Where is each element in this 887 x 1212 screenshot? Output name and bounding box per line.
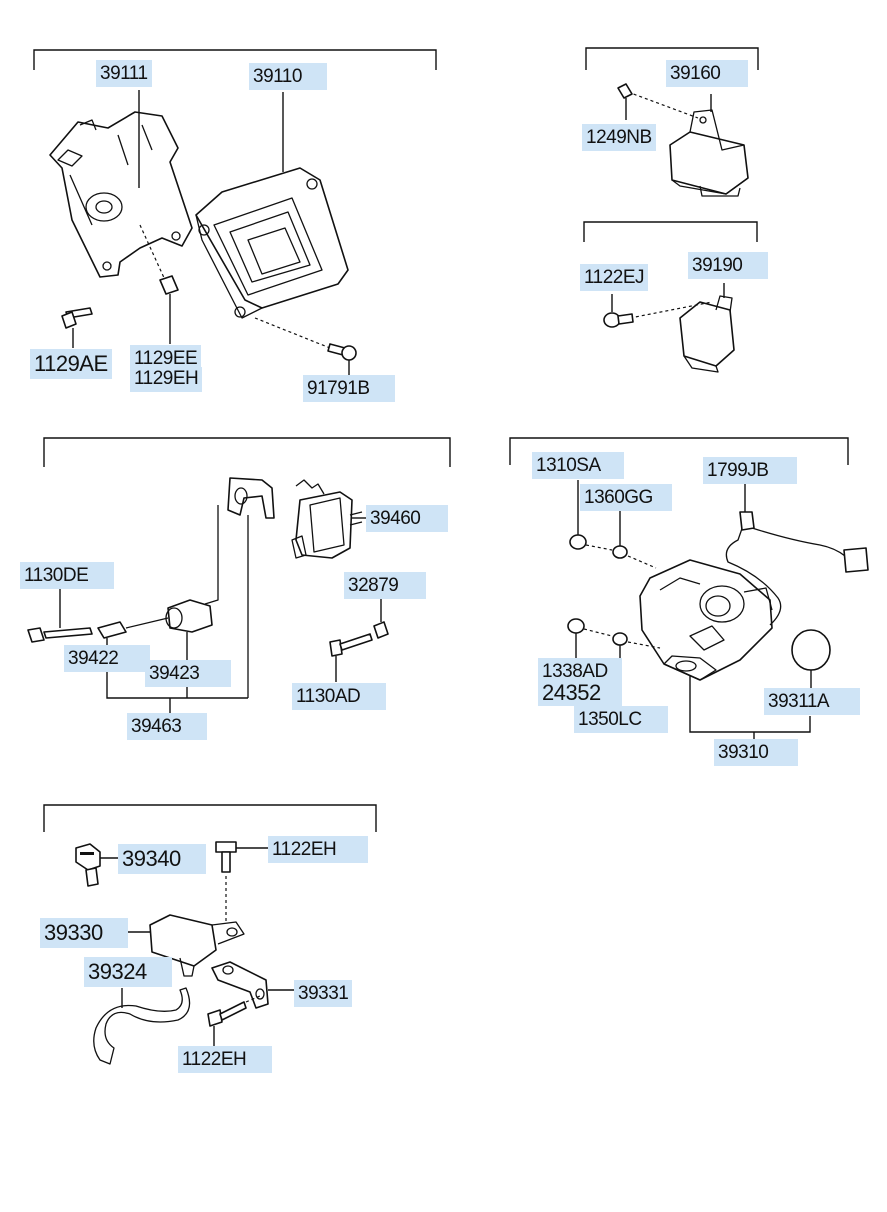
bolt-1122eh-top — [215, 841, 237, 873]
label-1249nb: 1249NB — [582, 124, 656, 151]
harness-bracket — [227, 477, 275, 519]
nut-1338ad — [567, 618, 585, 634]
hose-39324 — [93, 987, 191, 1065]
label-39111: 39111 — [96, 60, 152, 87]
map-sensor-group — [43, 804, 377, 1065]
label-39340: 39340 — [118, 844, 206, 874]
crank-sensor-group — [27, 437, 451, 713]
label-39160: 39160 — [666, 60, 748, 87]
label-1310sa: 1310SA — [532, 452, 624, 479]
oring-39311a — [791, 629, 831, 671]
label-39331: 39331 — [294, 980, 353, 1007]
bracket-39331 — [211, 961, 269, 1009]
screw-1129ee — [139, 224, 179, 295]
label-1350lc: 1350LC — [574, 706, 668, 733]
label-39423: 39423 — [145, 660, 231, 687]
screw-1129ae — [61, 307, 93, 329]
label-39110: 39110 — [249, 63, 327, 90]
relay2-group — [583, 221, 758, 373]
label-1338ad: 1338AD — [538, 658, 622, 681]
solenoid-valve-39460 — [291, 479, 363, 559]
switch-39340 — [75, 843, 101, 887]
washer-32879 — [373, 621, 389, 639]
distributor-group — [509, 437, 869, 740]
ecu-mounting-bracket — [49, 111, 193, 278]
label-1122ej: 1122EJ — [580, 264, 649, 291]
label-1130ad: 1130AD — [292, 683, 386, 710]
clip-39422 — [97, 617, 169, 639]
label-1129eh: 1129EH — [130, 367, 203, 392]
label-1122eh-top: 1122EH — [268, 836, 368, 863]
bolt-1122eh-bottom — [207, 1001, 247, 1027]
washer-1350lc — [612, 632, 628, 646]
label-1129ee: 1129EE — [130, 345, 202, 368]
washer-1360gg — [612, 545, 628, 559]
bolt-1130ad — [329, 633, 373, 657]
distributor-assembly — [639, 559, 773, 681]
ecu-unit — [195, 167, 349, 319]
ecu-group — [33, 49, 437, 375]
nut-1310sa — [569, 534, 587, 550]
label-39310: 39310 — [714, 739, 798, 766]
bolt-91791b — [254, 317, 357, 361]
relay1-group — [585, 47, 759, 197]
relay-39190 — [679, 295, 735, 373]
label-39311a: 39311A — [764, 688, 860, 715]
label-39190: 39190 — [688, 252, 768, 279]
label-39463: 39463 — [127, 713, 207, 740]
label-1360gg: 1360GG — [580, 484, 672, 511]
label-39422: 39422 — [64, 645, 150, 672]
bolt-1130de — [27, 627, 93, 643]
label-91791b: 91791B — [303, 375, 395, 402]
group-bracket-line — [33, 49, 437, 70]
map-sensor-39330 — [149, 914, 245, 977]
cable-1799jb — [725, 511, 869, 626]
label-39330: 39330 — [40, 918, 128, 948]
label-1799jb: 1799JB — [703, 457, 797, 484]
grommet-39423 — [165, 599, 213, 633]
label-1129ae: 1129AE — [30, 349, 112, 379]
relay-39160 — [669, 109, 749, 197]
label-39324: 39324 — [84, 957, 172, 987]
label-32879: 32879 — [344, 572, 426, 599]
label-24352: 24352 — [538, 681, 622, 706]
label-39460: 39460 — [366, 505, 448, 532]
label-1122eh-bottom: 1122EH — [178, 1046, 272, 1073]
label-1130de: 1130DE — [20, 562, 114, 589]
